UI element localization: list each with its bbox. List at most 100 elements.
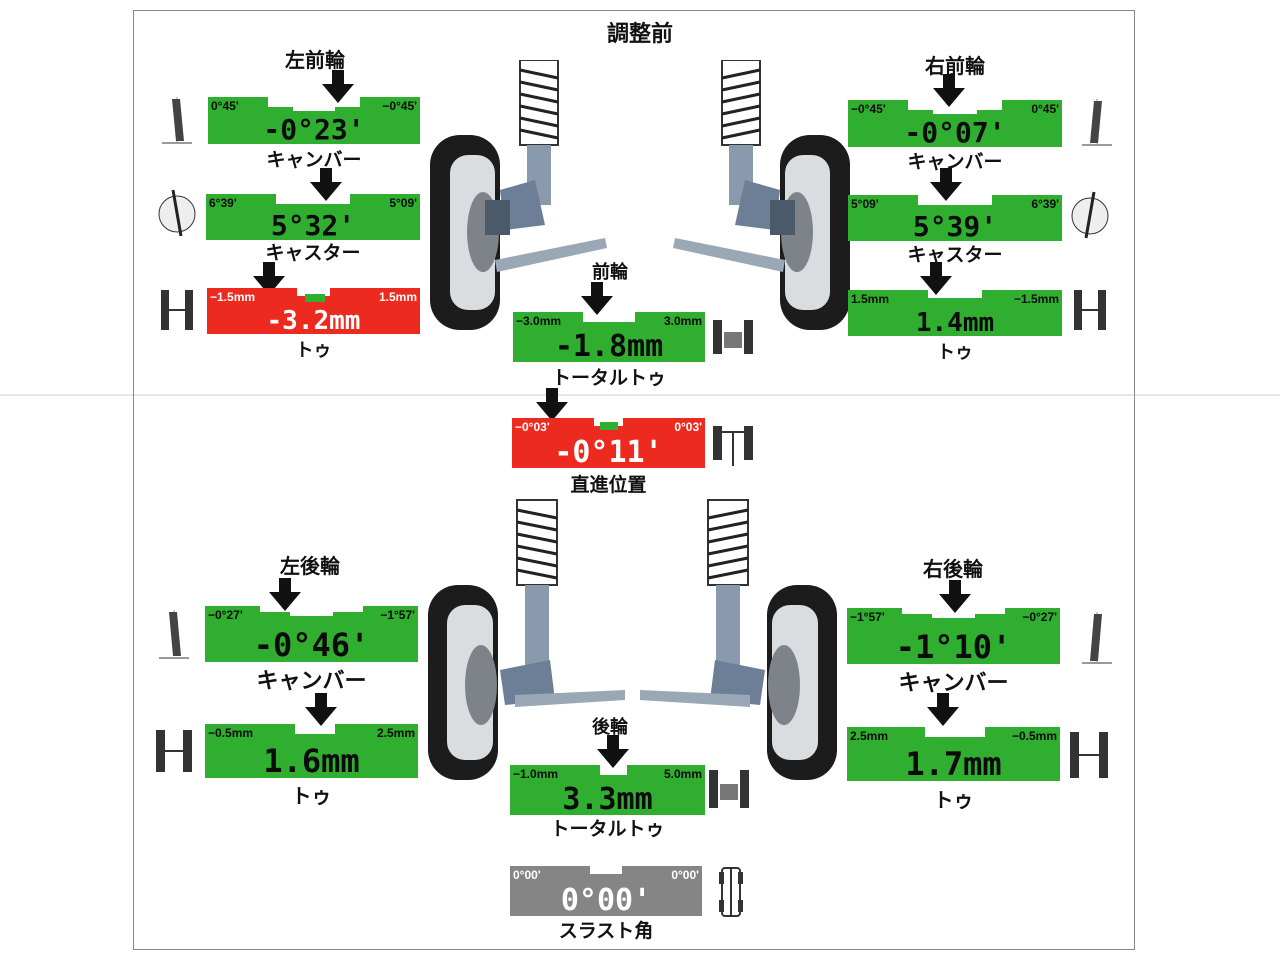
rear-axle-label: 後輪 [592, 717, 628, 738]
front-left-wheel-label: 左前輪 [285, 48, 345, 72]
front-total-toe-arrow [581, 282, 613, 315]
front-right-caster-caption: キャスター [907, 244, 1003, 266]
front-right-suspension-illustration [673, 60, 850, 330]
rear-total-toe-gauge: −1.0mm 5.0mm 3.3mm [510, 765, 705, 817]
rear-left-camber-gauge: −0°27' −1°57' -0°46' [205, 606, 418, 664]
report-title: 調整前 [606, 22, 673, 47]
rear-left-camber-value: -0°46' [253, 626, 370, 664]
front-right-caster-arrow [930, 168, 962, 201]
rear-right-toe-min: 2.5mm [850, 729, 889, 743]
rear-total-toe-value: 3.3mm [562, 782, 653, 817]
front-right-camber-arrow [933, 74, 965, 107]
front-right-caster-gauge: 5°09' 6°39' 5°39' [848, 195, 1062, 243]
front-right-camber-max: 0°45' [1031, 102, 1059, 116]
front-left-caster-gauge: 6°39' 5°09' 5°32' [206, 194, 420, 242]
rear-right-toe-max: −0.5mm [1011, 729, 1057, 743]
rear-left-wheel-label: 左後輪 [280, 554, 340, 578]
rear-left-toe-max: 2.5mm [376, 726, 415, 740]
caster-diagram-icon [1071, 191, 1109, 239]
front-left-caster-min: 6°39' [209, 196, 237, 210]
toe-diagram-icon [1074, 290, 1106, 330]
toe-diagram-icon [156, 730, 192, 772]
straight-position-value: -0°11' [554, 435, 663, 470]
front-total-toe-value: -1.8mm [554, 329, 664, 364]
rear-right-toe-gauge: 2.5mm −0.5mm 1.7mm [847, 727, 1060, 783]
thrust-angle-value: 0°00' [560, 883, 652, 918]
front-right-caster-max: 6°39' [1031, 197, 1059, 211]
rear-total-toe-caption: トータルトゥ [550, 818, 665, 840]
front-left-camber-max: −0°45' [382, 99, 417, 113]
rear-total-toe-max: 5.0mm [663, 767, 702, 781]
front-right-toe-value: 1.4mm [915, 308, 995, 338]
straight-position-max: 0°03' [674, 420, 702, 434]
front-left-toe-arrow [253, 262, 285, 295]
front-total-toe-min: −3.0mm [516, 314, 562, 328]
rear-right-wheel-label: 右後輪 [923, 557, 983, 581]
rear-right-camber-arrow [939, 580, 971, 613]
rear-left-suspension-illustration [428, 499, 625, 780]
rear-right-camber-gauge: −1°57' −0°27' -1°10' [847, 608, 1060, 666]
toe-diagram-icon [1070, 732, 1108, 778]
front-left-toe-min: −1.5mm [210, 290, 256, 304]
front-right-caster-value: 5°39' [912, 210, 998, 243]
front-right-toe-gauge: 1.5mm −1.5mm 1.4mm [848, 290, 1062, 338]
front-left-toe-caption: トゥ [295, 340, 332, 361]
rear-left-toe-value: 1.6mm [263, 742, 360, 780]
rear-total-toe-arrow [597, 735, 629, 768]
total-toe-diagram-icon [713, 320, 753, 354]
front-right-camber-caption: キャンバー [907, 151, 1003, 173]
front-left-camber-caption: キャンバー [266, 149, 362, 171]
front-right-camber-gauge: −0°45' 0°45' -0°07' [848, 100, 1062, 149]
rear-right-camber-max: −0°27' [1022, 610, 1057, 624]
front-left-caster-caption: キャスター [265, 242, 361, 264]
thrust-angle-gauge: 0°00' 0°00' 0°00' [510, 866, 702, 918]
rear-right-toe-arrow [927, 693, 959, 726]
rear-left-camber-caption: キャンバー [256, 669, 367, 694]
straight-position-arrow [536, 388, 568, 421]
front-left-toe-value: -3.2mm [266, 306, 361, 336]
straight-position-gauge: −0°03' 0°03' -0°11' [512, 418, 705, 470]
front-right-toe-caption: トゥ [937, 342, 973, 363]
front-right-toe-min: 1.5mm [851, 292, 890, 306]
front-right-caster-min: 5°09' [851, 197, 879, 211]
front-left-camber-min: 0°45' [211, 99, 239, 113]
front-total-toe-max: 3.0mm [663, 314, 702, 328]
front-total-toe-gauge: −3.0mm 3.0mm -1.8mm [513, 312, 705, 364]
thrust-angle-diagram-icon [719, 867, 743, 917]
front-right-toe-max: −1.5mm [1013, 292, 1059, 306]
rear-right-camber-min: −1°57' [850, 610, 885, 624]
front-left-camber-arrow [322, 70, 354, 103]
thrust-angle-caption: スラスト角 [558, 920, 654, 942]
front-right-camber-value: -0°07' [904, 116, 1006, 149]
rear-left-toe-gauge: −0.5mm 2.5mm 1.6mm [205, 724, 418, 780]
rear-left-camber-min: −0°27' [208, 608, 243, 622]
report-frame [133, 10, 1135, 950]
camber-diagram-icon [1082, 99, 1112, 146]
front-right-toe-arrow [920, 262, 952, 295]
rear-right-camber-caption: キャンバー [898, 671, 1009, 696]
front-left-caster-arrow [310, 168, 342, 201]
rear-left-camber-max: −1°57' [380, 608, 415, 622]
front-axle-label: 前輪 [592, 262, 628, 283]
front-left-toe-gauge: −1.5mm 1.5mm -3.2mm [207, 288, 420, 336]
straight-position-diagram-icon [713, 426, 753, 466]
front-left-caster-max: 5°09' [389, 196, 417, 210]
rear-right-suspension-illustration [640, 499, 837, 780]
front-left-camber-value: -0°23' [263, 113, 365, 146]
scan-fold-line [0, 394, 1280, 396]
rear-right-camber-value: -1°10' [895, 628, 1012, 666]
straight-position-min: −0°03' [515, 420, 550, 434]
thrust-angle-min: 0°00' [513, 868, 541, 882]
caster-diagram-icon [158, 189, 196, 237]
rear-total-toe-min: −1.0mm [513, 767, 559, 781]
thrust-angle-max: 0°00' [671, 868, 699, 882]
front-left-caster-value: 5°32' [270, 209, 356, 242]
camber-diagram-icon [1082, 612, 1112, 664]
camber-diagram-icon [159, 610, 189, 659]
front-left-toe-max: 1.5mm [378, 290, 417, 304]
rear-left-toe-min: −0.5mm [208, 726, 254, 740]
front-left-camber-gauge: 0°45' −0°45' -0°23' [208, 97, 420, 146]
rear-right-toe-caption: トゥ [933, 788, 974, 812]
rear-left-toe-arrow [305, 693, 337, 726]
front-left-suspension-illustration [430, 60, 607, 330]
